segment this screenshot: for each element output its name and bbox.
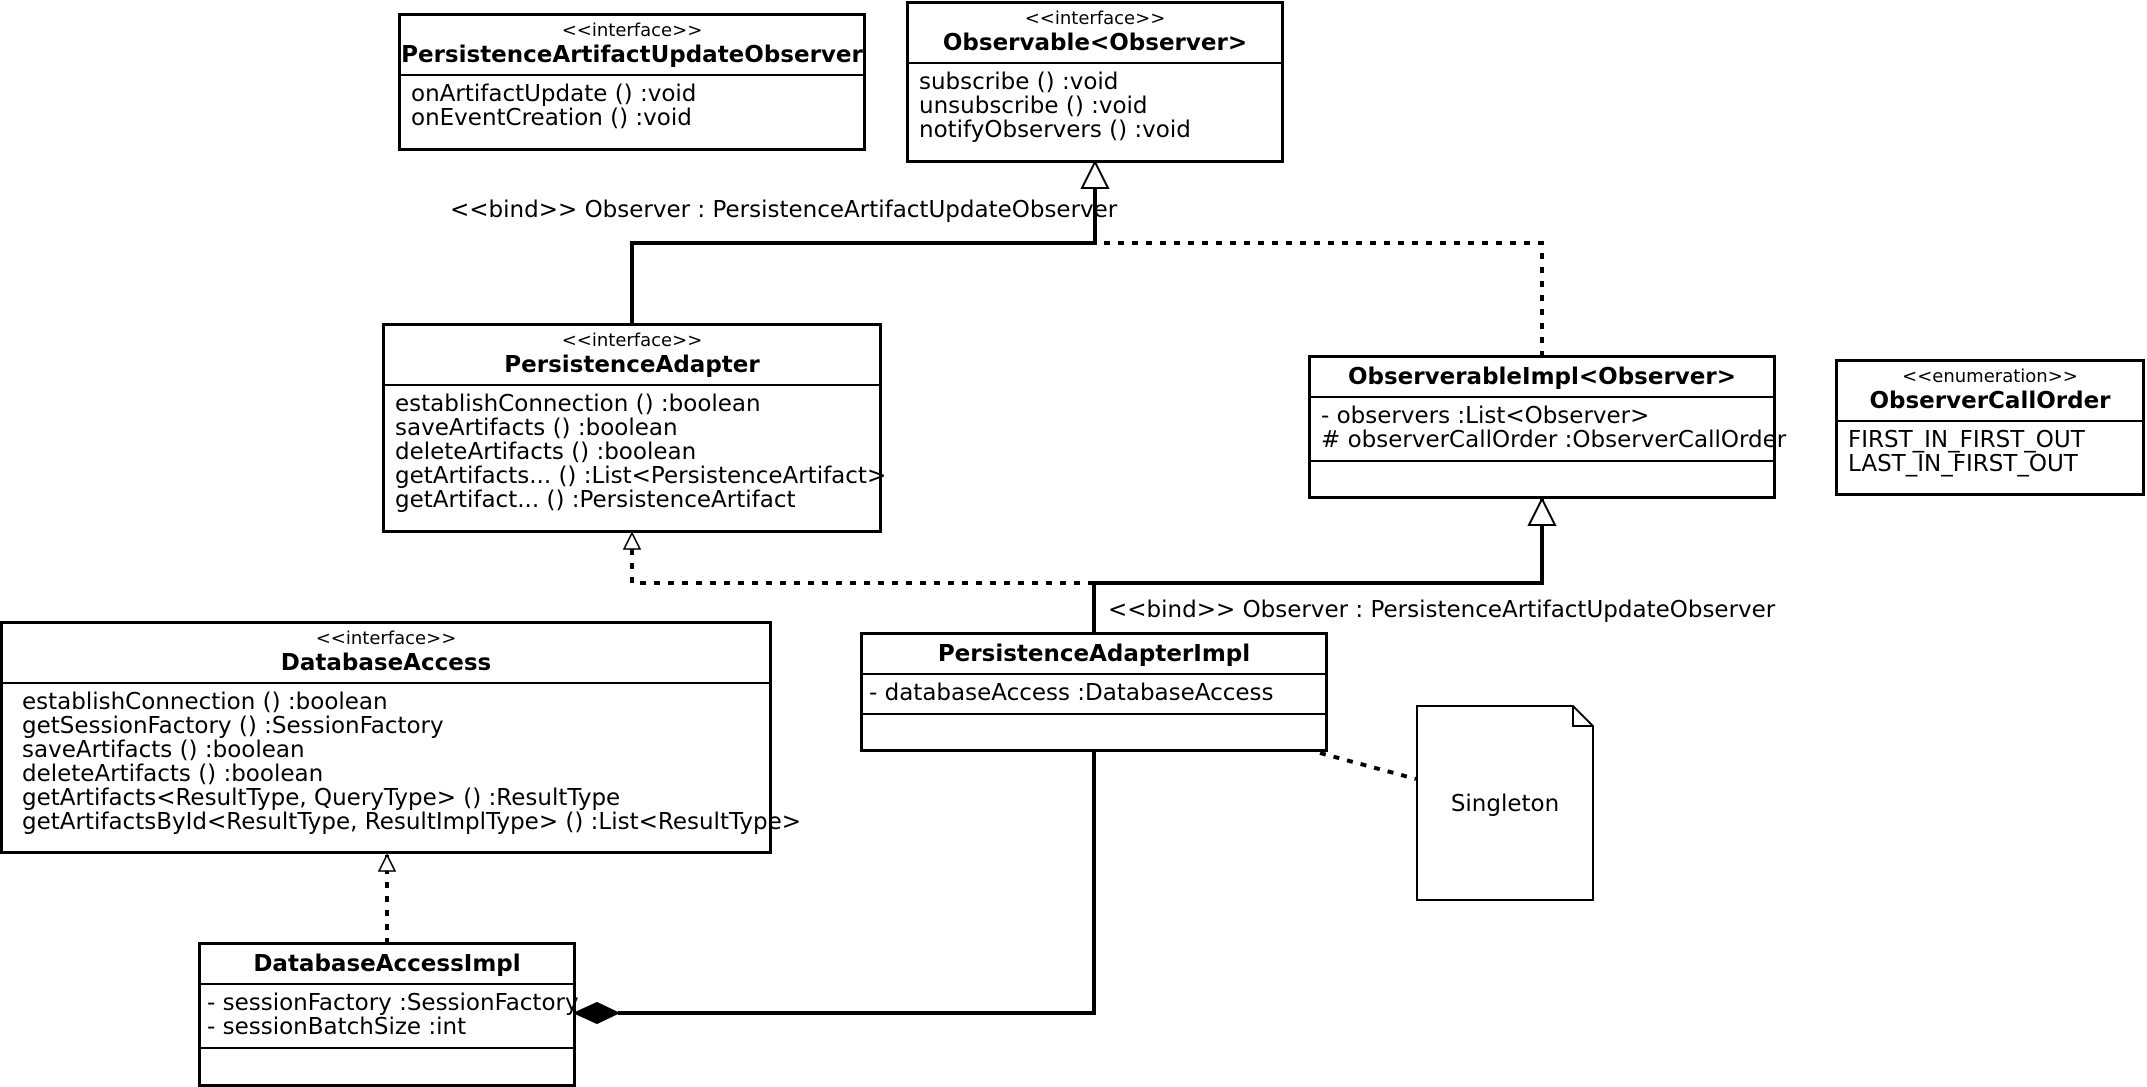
composition-adapter-impl-to-db-access-impl [618, 752, 1096, 1015]
observer-call-order-enum[interactable]: <<enumeration>> ObserverCallOrder FIRST_… [1835, 359, 2145, 496]
operation: notifyObservers () :void [919, 117, 1191, 143]
operation: unsubscribe () :void [919, 93, 1148, 119]
operations-section [201, 1047, 573, 1059]
note-fold [1572, 706, 1593, 727]
operation: deleteArtifacts () :boolean [395, 439, 697, 465]
operation: saveArtifacts () :boolean [22, 737, 305, 763]
singleton-note-text: Singleton [1451, 791, 1559, 817]
operation: getArtifacts... () :List<PersistenceArti… [395, 463, 887, 489]
enum-literal: FIRST_IN_FIRST_OUT [1848, 427, 2085, 453]
observerable-impl-class[interactable]: ObserverableImpl<Observer> - observers :… [1308, 355, 1787, 499]
persistence-adapter-interface[interactable]: <<interface>> PersistenceAdapter establi… [382, 323, 887, 533]
operation: subscribe () :void [919, 69, 1119, 95]
class-name: ObserverableImpl<Observer> [1347, 364, 1737, 390]
class-name: DatabaseAccess [280, 650, 492, 676]
realization-adapter-impl-to-persistence-adapter [622, 531, 1094, 585]
generalization-persistence-adapter-to-observable [630, 162, 1095, 324]
attribute: # observerCallOrder :ObserverCallOrder [1321, 427, 1787, 453]
bind-label-top: <<bind>> Observer : PersistenceArtifactU… [450, 197, 1118, 223]
operations-section [1311, 460, 1773, 472]
stereotype-label: <<enumeration>> [1902, 366, 2078, 387]
class-name: PersistenceArtifactUpdateObserver [401, 42, 863, 68]
operations-section: establishConnection () :boolean getSessi… [3, 684, 802, 838]
class-header: <<interface>> PersistenceAdapter [385, 326, 879, 386]
database-access-impl-class[interactable]: DatabaseAccessImpl - sessionFactory :Ses… [198, 942, 579, 1087]
class-header: ObserverableImpl<Observer> [1311, 358, 1773, 398]
operations-section: onArtifactUpdate () :void onEventCreatio… [401, 76, 863, 134]
class-name: ObserverCallOrder [1869, 388, 2111, 414]
database-access-interface[interactable]: <<interface>> DatabaseAccess establishCo… [0, 621, 802, 854]
operation: getArtifactsById<ResultType, ResultImplT… [22, 809, 802, 835]
operation: onEventCreation () :void [411, 105, 692, 131]
operation: deleteArtifacts () :boolean [22, 761, 324, 787]
operation: onArtifactUpdate () :void [411, 81, 697, 107]
attribute: - sessionBatchSize :int [207, 1014, 467, 1040]
stereotype-label: <<interface>> [561, 20, 703, 41]
attribute: - databaseAccess :DatabaseAccess [869, 680, 1274, 706]
class-name: PersistenceAdapter [504, 352, 760, 378]
stereotype-label: <<interface>> [561, 330, 703, 351]
class-header: <<interface>> DatabaseAccess [3, 624, 769, 684]
stereotype-label: <<interface>> [315, 628, 457, 649]
class-header: DatabaseAccessImpl [201, 945, 573, 985]
operation: saveArtifacts () :boolean [395, 415, 678, 441]
operations-section [863, 713, 1325, 725]
operations-section: subscribe () :void unsubscribe () :void … [909, 64, 1281, 146]
attributes-section: - sessionFactory :SessionFactory - sessi… [201, 985, 579, 1047]
class-header: PersistenceAdapterImpl [863, 635, 1325, 675]
class-name: Observable<Observer> [942, 30, 1248, 56]
enum-literal: LAST_IN_FIRST_OUT [1848, 451, 2078, 477]
composition-diamond [572, 1001, 621, 1025]
operation: establishConnection () :boolean [395, 391, 761, 417]
singleton-note-shape [1416, 705, 1594, 901]
stereotype-label: <<interface>> [1024, 8, 1166, 29]
observable-interface[interactable]: <<interface>> Observable<Observer> subsc… [906, 1, 1284, 163]
class-header: <<interface>> Observable<Observer> [909, 4, 1281, 64]
class-name: DatabaseAccessImpl [253, 951, 521, 977]
operation: getSessionFactory () :SessionFactory [22, 713, 444, 739]
class-header: <<interface>> PersistenceArtifactUpdateO… [401, 16, 863, 76]
attribute: - sessionFactory :SessionFactory [207, 990, 579, 1016]
operation: getArtifact... () :PersistenceArtifact [395, 487, 796, 513]
class-header: <<enumeration>> ObserverCallOrder [1838, 362, 2142, 422]
attributes-section: - databaseAccess :DatabaseAccess [863, 675, 1325, 713]
attributes-section: - observers :List<Observer> # observerCa… [1311, 398, 1787, 460]
operation: establishConnection () :boolean [22, 689, 388, 715]
persistence-adapter-impl-class[interactable]: PersistenceAdapterImpl - databaseAccess … [860, 632, 1328, 752]
generalization-adapter-impl-to-observerable-impl [1092, 499, 1542, 634]
operations-section: establishConnection () :boolean saveArti… [385, 386, 887, 516]
note-anchor-line [1319, 751, 1417, 781]
class-name: PersistenceAdapterImpl [937, 641, 1251, 667]
operation: getArtifacts<ResultType, QueryType> () :… [22, 785, 621, 811]
literals-section: FIRST_IN_FIRST_OUT LAST_IN_FIRST_OUT [1838, 422, 2142, 480]
attribute: - observers :List<Observer> [1321, 403, 1650, 429]
bind-label-bottom: <<bind>> Observer : PersistenceArtifactU… [1108, 597, 1776, 623]
persistence-artifact-update-observer-class[interactable]: <<interface>> PersistenceArtifactUpdateO… [398, 13, 866, 151]
realization-observerable-impl-to-observable [1095, 241, 1544, 357]
